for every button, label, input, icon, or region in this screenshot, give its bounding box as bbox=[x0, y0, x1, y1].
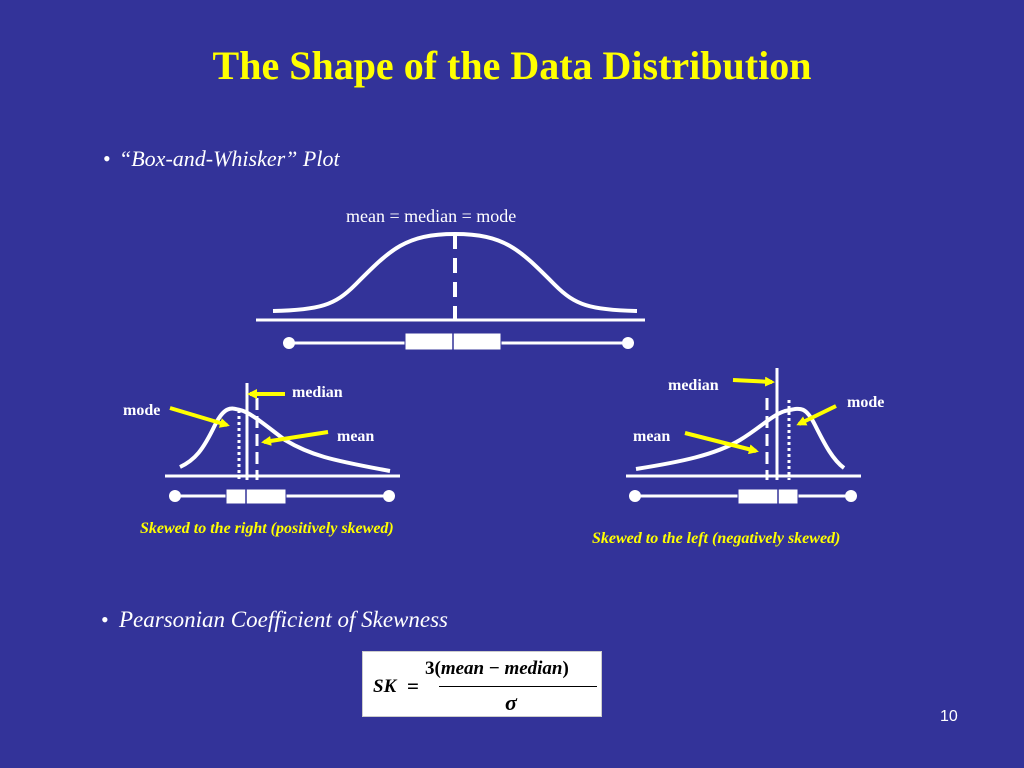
left-skew-median-label: median bbox=[668, 377, 719, 394]
left-skew-mode-label: mode bbox=[847, 394, 885, 411]
right-skew-caption: Skewed to the right (positively skewed) bbox=[140, 520, 394, 537]
symmetric-whisker-max bbox=[622, 337, 634, 349]
bullet-box-whisker: “Box-and-Whisker” Plot bbox=[119, 146, 340, 171]
right-skew-curve bbox=[179, 406, 391, 473]
right-skew-median-label: median bbox=[292, 384, 343, 401]
left-skew-median-arrow bbox=[732, 376, 775, 387]
bullet-marker: • bbox=[101, 607, 109, 632]
right-skew-mode-label: mode bbox=[123, 402, 161, 419]
left-skew-whisker-max bbox=[845, 490, 857, 502]
formula-numerator: 3(mean − median) bbox=[425, 658, 569, 679]
right-skew-mean-arrow bbox=[261, 430, 329, 446]
bullet-pearsonian: Pearsonian Coefficient of Skewness bbox=[119, 607, 448, 632]
right-skew-box bbox=[225, 488, 287, 505]
formula-equals: = bbox=[407, 674, 419, 698]
right-skew-distribution bbox=[165, 383, 400, 505]
page-number: 10 bbox=[940, 708, 958, 725]
right-skew-whisker-min bbox=[169, 490, 181, 502]
bullet-marker: • bbox=[103, 146, 111, 171]
right-skew-whisker-max bbox=[383, 490, 395, 502]
fraction-bar bbox=[439, 686, 597, 687]
symmetric-label: mean = median = mode bbox=[346, 206, 517, 226]
formula-denominator: σ bbox=[505, 690, 517, 715]
right-skew-mode-arrow bbox=[169, 406, 230, 428]
formula-lhs: SK bbox=[373, 676, 397, 697]
slide-title: The Shape of the Data Distribution bbox=[212, 43, 812, 88]
symmetric-distribution bbox=[256, 231, 645, 351]
left-skew-mean-arrow bbox=[684, 431, 759, 455]
left-skew-distribution bbox=[626, 368, 861, 505]
skewness-formula: SK = 3(mean − median) σ bbox=[362, 651, 602, 717]
left-skew-curve bbox=[635, 406, 846, 471]
left-skew-mean-label: mean bbox=[633, 428, 671, 445]
left-skew-caption: Skewed to the left (negatively skewed) bbox=[592, 530, 841, 547]
right-skew-mean-label: mean bbox=[337, 428, 375, 445]
symmetric-whisker-min bbox=[283, 337, 295, 349]
left-skew-box bbox=[737, 488, 799, 505]
left-skew-whisker-min bbox=[629, 490, 641, 502]
left-skew-mode-arrow bbox=[796, 404, 837, 426]
